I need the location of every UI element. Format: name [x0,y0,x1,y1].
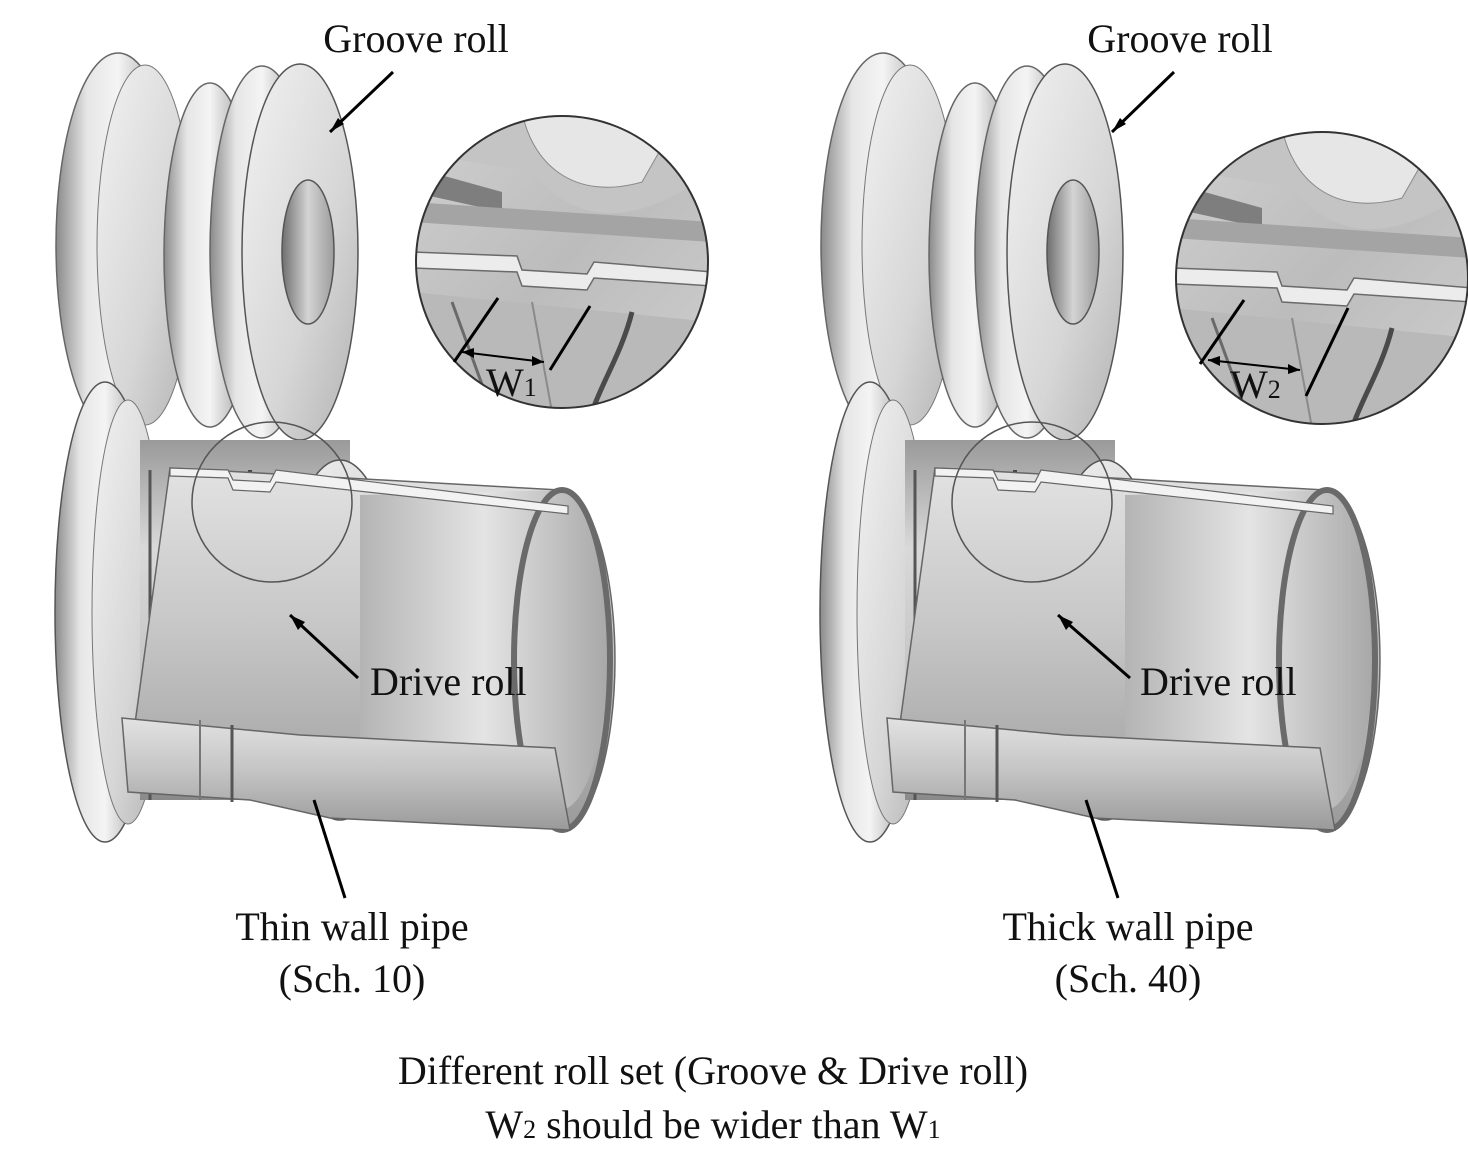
pipe-leader [312,799,347,899]
groove-roll-label: Groove roll [1087,16,1273,61]
width-arrow [461,351,545,363]
width-subscript: 1 [524,373,537,402]
panel-thick-wall: W2 Groove roll Drive roll Thick wall pip… [820,16,1468,1001]
caption-line-2: W2 should be wider than W1 [485,1102,940,1147]
pipe-label: Thin wall pipe [235,904,468,949]
width-label: W [1230,362,1268,407]
width-arrow [1207,359,1301,371]
width-marker-right [1304,307,1350,397]
width-marker-left [1198,299,1246,365]
groove-roll-label: Groove roll [323,16,509,61]
width-label: W [486,360,524,405]
panel-thin-wall: W1 Groove roll Drive roll Thin wall pipe… [55,16,709,1001]
pipe-label: Thick wall pipe [1002,904,1253,949]
magnifier: W2 [1175,131,1468,425]
drive-roll-label: Drive roll [1140,659,1297,704]
caption-line-1: Different roll set (Groove & Drive roll) [398,1048,1028,1093]
svg-text:W1: W1 [486,360,537,405]
drive-roll-label: Drive roll [370,659,527,704]
pipe-leader [1084,799,1120,899]
width-subscript: 2 [1268,375,1281,404]
pipe-schedule: (Sch. 40) [1055,956,1202,1001]
zoom-source-circle [191,421,353,583]
width-marker-right [548,305,592,371]
zoom-source-circle [951,421,1113,583]
pipe-schedule: (Sch. 10) [279,956,426,1001]
width-marker-left [452,297,500,363]
magnifier: W1 [415,115,709,409]
drive-roll-leader [1057,613,1131,680]
caption: Different roll set (Groove & Drive roll)… [398,1048,1028,1147]
svg-text:W2: W2 [1230,362,1281,407]
